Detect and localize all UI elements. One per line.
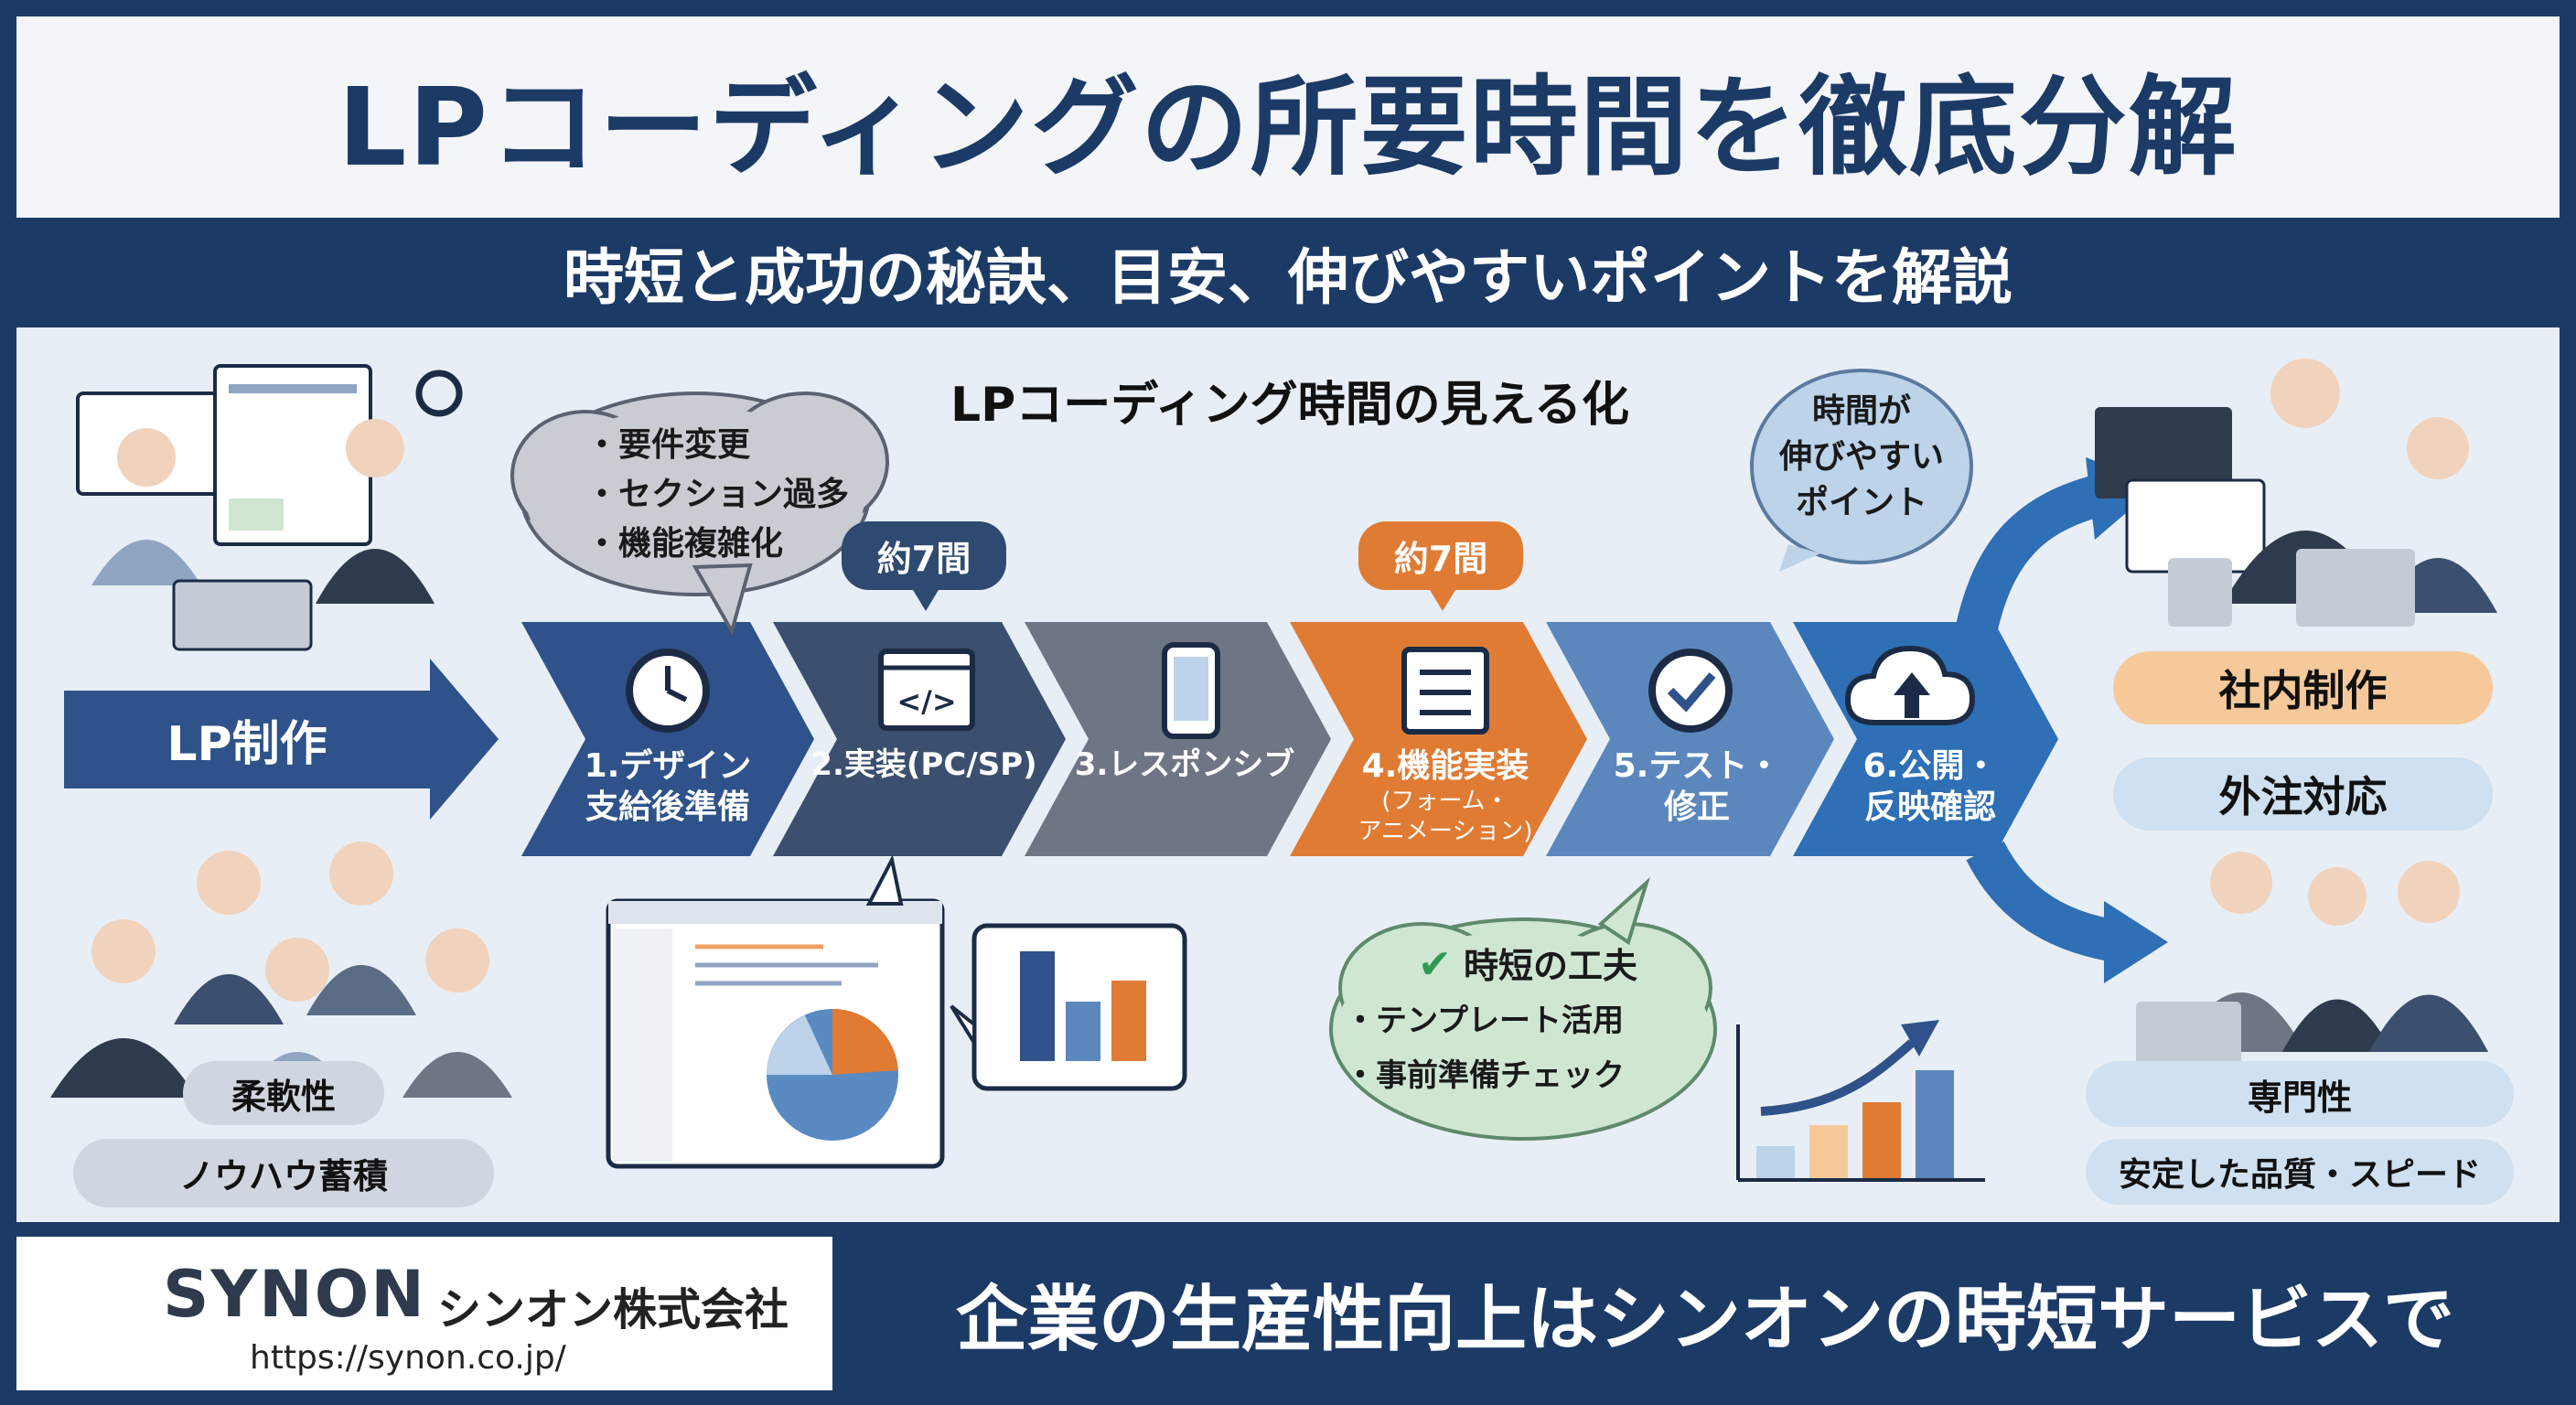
lp-arrow-shape	[64, 659, 499, 820]
page-subtitle: 時短と成功の秘訣、目安、伸びやすいポイントを解説	[564, 242, 2012, 313]
time-badge-label-1: 約7間	[876, 539, 971, 579]
bar-chart-card-illustration	[950, 923, 1187, 1091]
step-3-line-1: 3.レスポンシブ	[1074, 746, 1295, 783]
stretch-line: 時間が	[1811, 392, 1911, 430]
growth-chart-illustration	[1736, 1020, 1985, 1182]
step-6-line-2: 反映確認	[1863, 788, 1996, 826]
company-name: シンオン株式会社	[437, 1284, 789, 1335]
time-badge-2	[1358, 521, 1523, 611]
page-title: LPコーディングの所要時間を徹底分解	[338, 63, 2238, 190]
lp-arrow-label: LP制作	[166, 717, 327, 772]
tips-cloud: ✔ 時短の工夫 ・テンプレート活用 ・事前準備チェック	[1345, 938, 1711, 1103]
bottom-left-team-illustration	[50, 842, 512, 1098]
stretch-cloud: 時間が 伸びやすい ポイント	[1761, 389, 1962, 526]
tips-item: ・事前準備チェック	[1345, 1057, 1625, 1094]
subtitle-bar: 時短と成功の秘訣、目安、伸びやすいポイントを解説	[16, 227, 2560, 318]
top-left-team-illustration	[76, 364, 463, 651]
flexibility-pill: 柔軟性	[183, 1061, 384, 1125]
clock-icon	[626, 649, 710, 733]
dashboard-illustration	[606, 854, 945, 1169]
risk-item: ・セクション過多	[585, 476, 850, 513]
step-5-line-2: 修正	[1663, 788, 1730, 826]
step-2-line-1: 2.実装(PC/SP)	[810, 746, 1037, 783]
footer-logo-box: SYNON シンオン株式会社 https://synon.co.jp/	[16, 1237, 832, 1390]
risk-item: ・機能複雑化	[585, 525, 784, 563]
code-icon: </>	[878, 649, 975, 731]
stretch-line: ポイント	[1795, 484, 1927, 521]
step-1-line-2: 支給後準備	[585, 788, 750, 826]
title-bar: LPコーディングの所要時間を徹底分解	[16, 16, 2560, 218]
form-icon	[1401, 647, 1489, 735]
cloud-upload-icon	[1844, 645, 1976, 725]
inhouse-pill: 社内制作	[2113, 651, 2493, 724]
svg-text:</>: </>	[896, 684, 956, 719]
step-6-line-1: 6.公開・	[1862, 747, 1998, 785]
bottom-right-team-illustration	[2136, 852, 2488, 1066]
knowhow-pill: ノウハウ蓄積	[73, 1139, 494, 1207]
footer-tagline: 企業の生産性向上はシンオンの時短サービスで	[955, 1279, 2454, 1361]
risk-cloud-shape	[510, 391, 889, 637]
step-2-chevron	[773, 622, 1066, 856]
quality-speed-pill: 安定した品質・スピード	[2086, 1139, 2514, 1205]
step-4-line-2: (フォーム・	[1381, 788, 1509, 815]
checkmark-icon: ✔	[1417, 941, 1452, 988]
down-branch-arrow	[1966, 841, 2126, 963]
tips-title: 時短の工夫	[1464, 946, 1638, 986]
smartphone-icon	[1162, 642, 1220, 739]
stretch-line: 伸びやすい	[1778, 438, 1944, 476]
expertise-pill: 専門性	[2086, 1061, 2514, 1127]
brand-name: SYNON	[163, 1257, 426, 1332]
time-badge-label-2: 約7間	[1393, 539, 1488, 579]
step-3-label: 3.レスポンシブ	[1066, 745, 1304, 785]
step-1-label: 1.デザイン 支給後準備	[567, 745, 768, 828]
step-5-line-1: 5.テスト・	[1613, 747, 1781, 785]
time-badge-1	[842, 521, 1006, 611]
risk-item: ・要件変更	[585, 426, 751, 464]
step-2-label: 2.実装(PC/SP)	[805, 745, 1043, 785]
step-4-chevron	[1290, 622, 1587, 856]
tips-cloud-shape	[1329, 876, 1717, 1141]
company-url-link[interactable]: https://synon.co.jp/	[250, 1339, 566, 1377]
check-icon	[1648, 649, 1733, 733]
stretch-cloud-shape	[1750, 369, 1973, 572]
step-4-label: 4.機能実装 (フォーム・ アニメーション)	[1331, 745, 1560, 846]
process-chevrons	[521, 622, 2058, 856]
step-4-line-1: 4.機能実装	[1361, 747, 1530, 785]
step-4-line-3: アニメーション)	[1358, 817, 1533, 845]
up-branch-arrow	[1955, 473, 2109, 637]
section-title: LPコーディング時間の見える化	[950, 378, 1630, 433]
step-1-chevron	[521, 622, 814, 856]
step-5-label: 5.テスト・ 修正	[1596, 745, 1798, 828]
tips-item: ・テンプレート活用	[1345, 1003, 1624, 1039]
step-5-chevron	[1546, 622, 1834, 856]
step-6-label: 6.公開・ 反映確認	[1830, 745, 2031, 828]
top-right-team-illustration	[2095, 359, 2497, 627]
step-1-line-1: 1.デザイン	[584, 747, 752, 785]
risk-cloud: ・要件変更 ・セクション過多 ・機能複雑化	[585, 421, 849, 569]
outsource-pill: 外注対応	[2113, 757, 2493, 831]
tips-title-row: ✔ 時短の工夫	[1345, 938, 1711, 993]
